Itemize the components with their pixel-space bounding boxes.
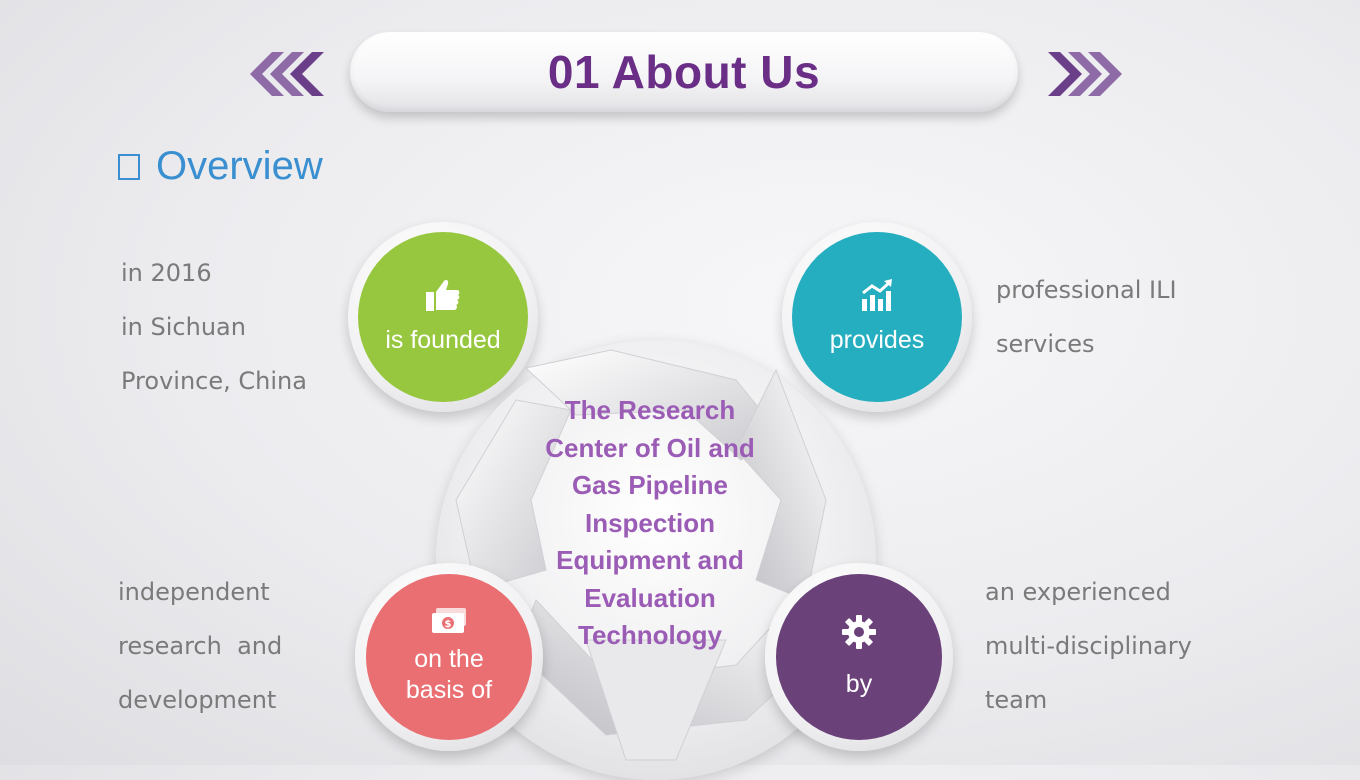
- top-right-text: professional ILI services: [996, 263, 1177, 371]
- text-line: research and: [118, 632, 283, 660]
- center-line: Inspection: [584, 507, 715, 538]
- page-title: 01 About Us: [547, 46, 821, 98]
- text-line: independent: [118, 578, 270, 606]
- provides-disc: provides: [792, 232, 962, 402]
- center-line: Evaluation: [584, 582, 716, 613]
- text-line: professional ILI: [996, 276, 1177, 304]
- by-disc: by: [776, 574, 942, 740]
- top-left-text: in 2016 in Sichuan Province, China: [121, 246, 307, 408]
- text-line: multi-disciplinary: [985, 632, 1192, 660]
- text-line: in 2016: [121, 259, 212, 287]
- text-line: an experienced: [985, 578, 1171, 606]
- center-line: Center of Oil and: [545, 432, 755, 463]
- founded-label: is founded: [385, 325, 501, 354]
- bottom-right-text: an experienced multi-disciplinary team: [985, 565, 1192, 727]
- bottom-right-circle: by: [765, 563, 953, 751]
- center-line: Technology: [578, 620, 722, 650]
- top-right-circle: provides: [782, 222, 972, 412]
- cycle-arrows-graphic: [455, 349, 832, 761]
- top-left-circle: is founded: [348, 222, 538, 412]
- text-line: Province, China: [121, 367, 307, 395]
- bottom-left-text: independent research and development: [118, 565, 282, 727]
- growth-chart-icon: [862, 278, 892, 311]
- bottom-left-circle: $ on the basis of: [355, 563, 543, 751]
- overview-label: Overview: [156, 144, 323, 188]
- center-line: Gas Pipeline: [571, 470, 729, 500]
- basis-disc: $ on the basis of: [366, 574, 532, 740]
- chevrons-right-icon: [1048, 52, 1122, 96]
- text-line: team: [985, 686, 1048, 714]
- money-icon: $: [432, 608, 466, 633]
- founded-disc: is founded: [358, 232, 528, 402]
- by-label: by: [845, 669, 873, 698]
- text-line: development: [118, 686, 277, 714]
- center-title: The Research Center of Oil and Gas Pipel…: [500, 392, 800, 655]
- thumbs-up-icon: [426, 279, 460, 311]
- center-line: Equipment and: [556, 545, 744, 575]
- text-line: in Sichuan: [121, 313, 246, 341]
- text-line: services: [996, 330, 1095, 358]
- provides-label: provides: [829, 325, 925, 354]
- basis-label-line1: on the: [414, 645, 484, 673]
- basis-label-line2: basis of: [405, 676, 493, 704]
- center-line: The Research: [564, 395, 736, 425]
- gear-icon: [842, 614, 876, 649]
- chevrons-left-icon: [250, 52, 324, 96]
- title-banner: 01 About Us: [350, 32, 1018, 112]
- square-bullet-icon: [118, 153, 140, 180]
- overview-heading: Overview: [118, 144, 323, 189]
- svg-text:$: $: [445, 619, 452, 630]
